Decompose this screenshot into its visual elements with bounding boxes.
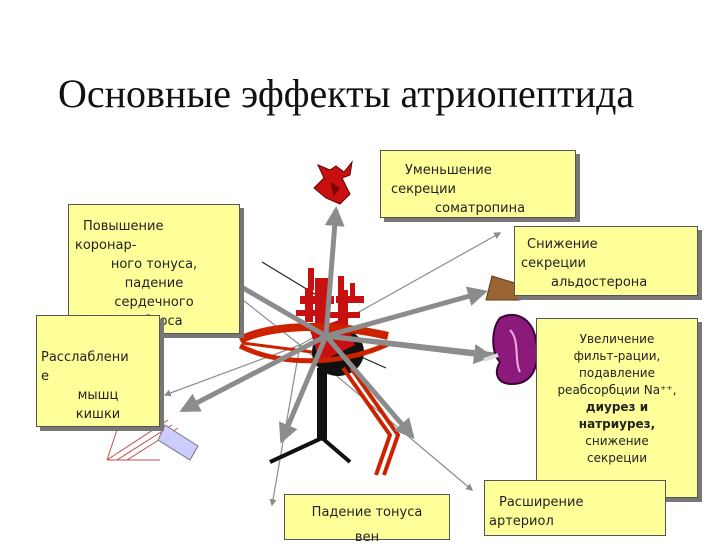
effect-text: Увеличение [579,332,655,346]
effect-text: Расслаблени [41,350,129,365]
effect-kidney: Увеличение фильт-рации, подавление реабс… [536,318,698,498]
effect-intestine: Расслаблени е мышц кишки [36,315,160,427]
effect-text: вен [354,530,380,545]
effect-text: диурез и [585,400,649,414]
slide-title: Основные эффекты атриопептида [58,71,635,116]
pituitary-icon [313,160,353,205]
effect-text: Снижение [527,237,598,252]
effect-text: Уменьшение [405,163,492,178]
effect-coronary: Повышение коронар- ного тонуса, падение … [68,204,240,334]
effect-text: падение [124,276,184,291]
effect-text: секреции [587,451,647,465]
effect-arterioles: Расширение артериол [484,480,666,536]
effect-text: сердечного [114,295,194,310]
kidney-icon [483,313,539,386]
effect-text: Повышение [83,219,164,234]
effect-text: соматропина [435,201,526,216]
effect-text: коронар- [75,238,137,253]
effect-aldosterone: Снижение секреции альдостерона [514,226,698,296]
effect-text: секреции [521,256,586,271]
effect-text: Расширение [499,495,584,510]
effect-veins: Падение тонуса вен [284,494,450,545]
effect-text: секреции [391,182,456,197]
effect-text: е [41,369,49,384]
intestine-icon [157,424,199,461]
effect-text: ного тонуса, [110,257,198,272]
effect-text: альдостерона [551,275,648,290]
effect-text: натриурез, [578,417,656,431]
effect-text: артериол [489,514,554,529]
effect-text: подавление [579,366,655,380]
effect-text: снижение [585,434,649,448]
effect-text: реабсорбции Na⁺⁺, [557,383,677,397]
effect-text: кишки [75,407,121,422]
effect-text: мышц [77,388,119,403]
effect-text: Падение тонуса [311,505,423,520]
effect-somatotropin: Уменьшение секреции соматропина [380,150,576,218]
effect-text: фильт-рации, [573,349,661,363]
